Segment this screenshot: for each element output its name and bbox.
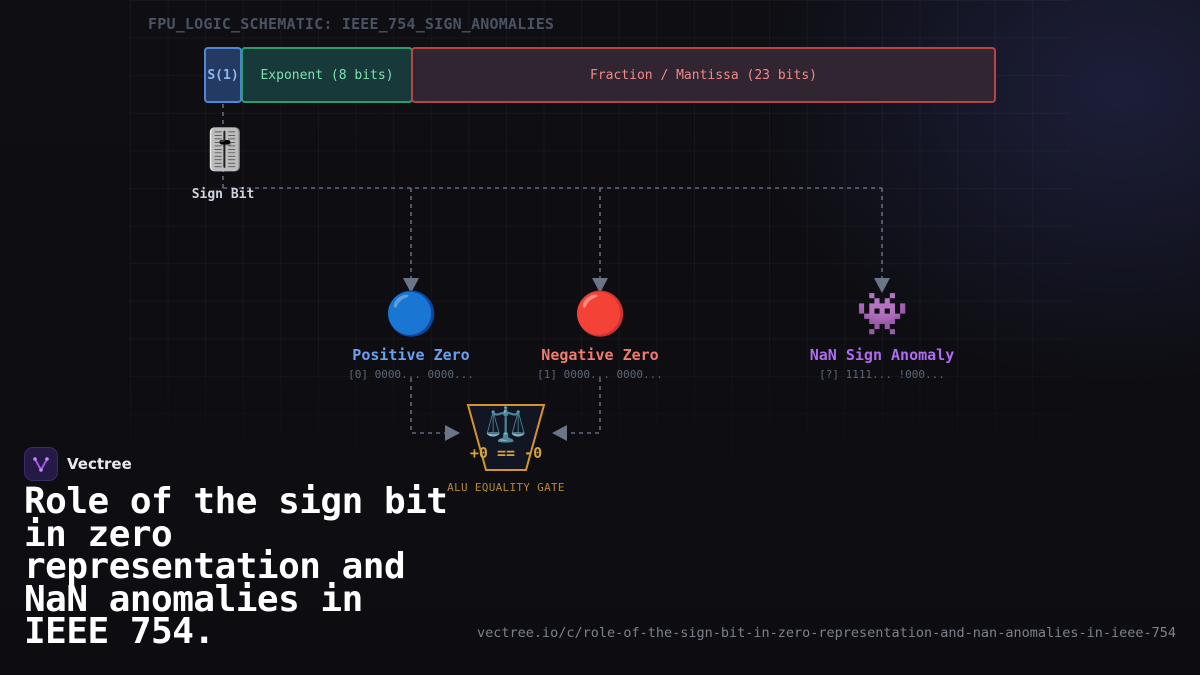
arrow-gate-left: [445, 425, 460, 441]
negative-zero-bits: [1] 0000... 0000...: [537, 368, 663, 381]
nan-anomaly-title: NaN Sign Anomaly: [809, 346, 955, 364]
negative-zero-icon: 🔴: [574, 289, 627, 338]
gate-caption: ALU EQUALITY GATE: [447, 481, 565, 494]
scales-icon: ⚖️: [484, 405, 528, 445]
arrow-positive: [403, 278, 419, 293]
arrow-nan: [874, 278, 890, 293]
sign-bit-label: Sign Bit: [191, 187, 255, 202]
page-headline: Role of the sign bit in zero representat…: [24, 481, 448, 652]
page-url: vectree.io/c/role-of-the-sign-bit-in-zer…: [477, 625, 1176, 641]
negative-zero-title: Negative Zero: [541, 346, 659, 364]
nan-anomaly-bits: [?] 1111... !000...: [819, 368, 945, 381]
gate-shape: [466, 404, 546, 471]
brand-name: Vectree: [67, 455, 132, 473]
vectree-logo-icon: [24, 447, 58, 481]
brand: Vectree: [24, 447, 132, 481]
positive-zero-icon: 🔵: [385, 289, 438, 338]
exponent-field: Exponent (8 bits): [241, 47, 413, 103]
gate-equation: +0 == -0: [469, 444, 543, 462]
arrow-negative: [592, 278, 608, 293]
wire-negative-to-gate: [566, 378, 601, 434]
wire-positive-to-gate: [410, 378, 446, 434]
arrow-gate-right: [552, 425, 567, 441]
sign-bit-icon: 🎚️: [200, 127, 250, 173]
fraction-field: Fraction / Mantissa (23 bits): [411, 47, 996, 103]
schematic-title: FPU_LOGIC_SCHEMATIC: IEEE_754_SIGN_ANOMA…: [148, 15, 555, 33]
nan-anomaly-icon: 👾: [856, 289, 909, 338]
positive-zero-bits: [0] 0000... 0000...: [348, 368, 474, 381]
positive-zero-title: Positive Zero: [352, 346, 470, 364]
